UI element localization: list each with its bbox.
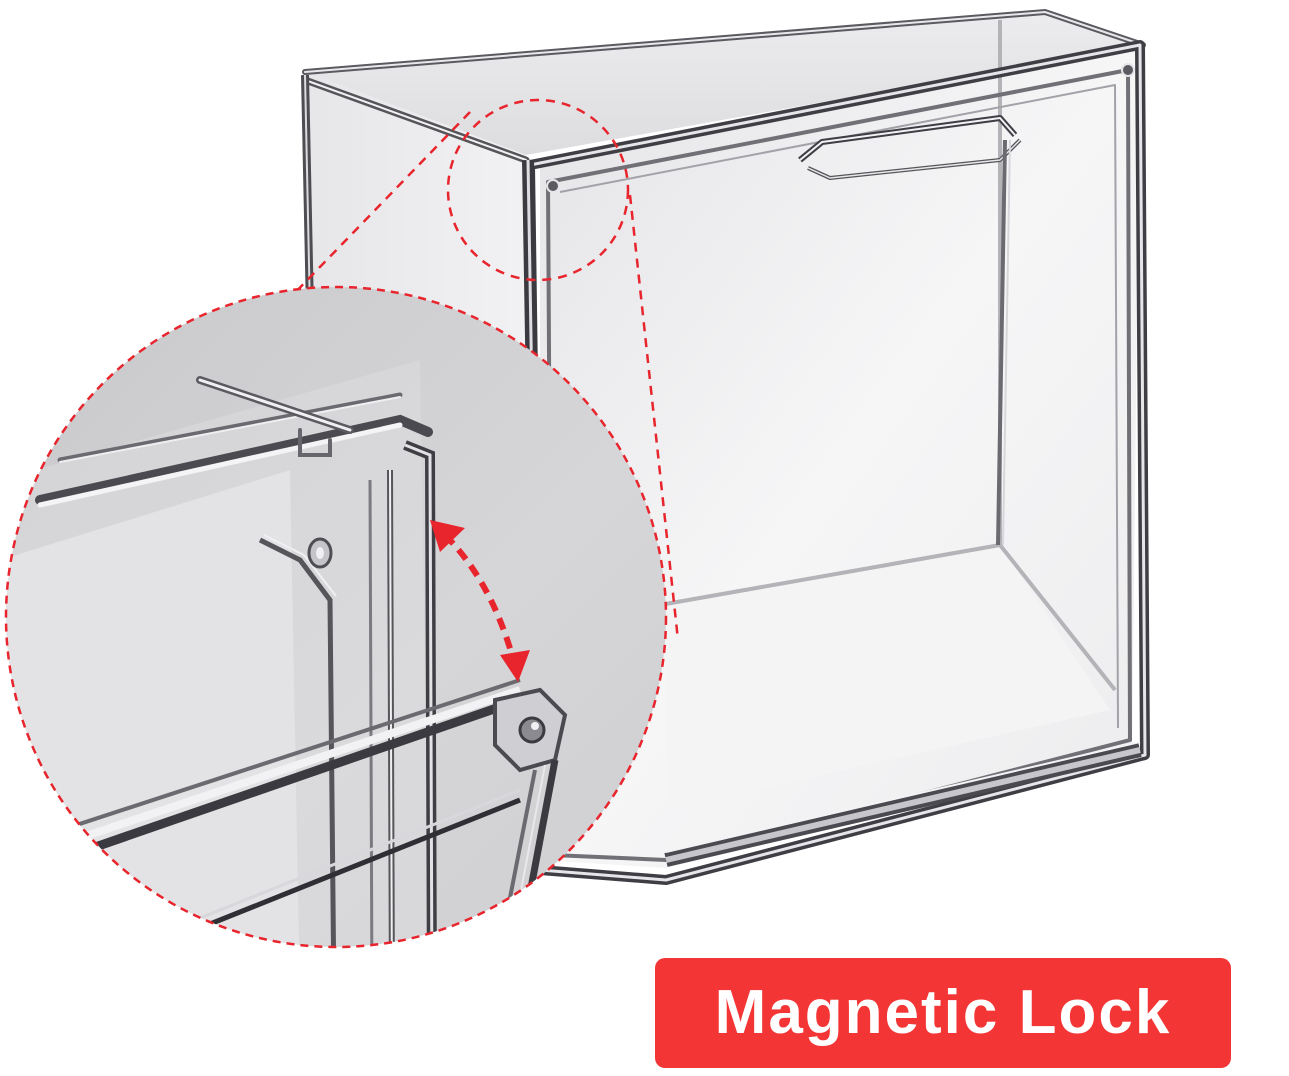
magnetic-lock-badge: Magnetic Lock [655,958,1231,1068]
double-headed-arrow-icon [430,520,530,682]
badge-label: Magnetic Lock [714,978,1172,1047]
callout-lines [74,98,680,641]
magnified-detail-circle [4,285,668,949]
